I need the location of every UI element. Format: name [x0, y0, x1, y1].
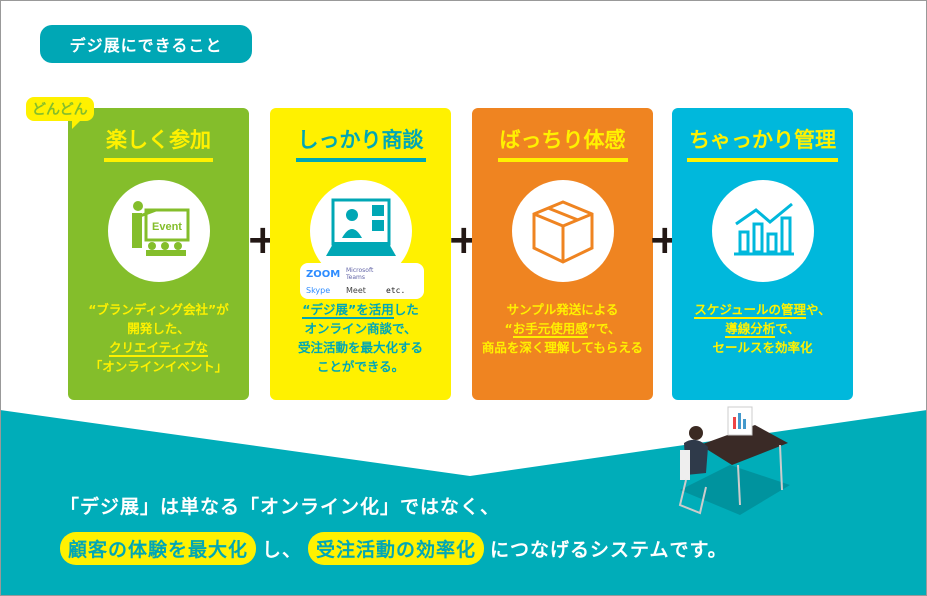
card-title: 楽しく参加 [104, 124, 213, 162]
summary-line-2: 顧客の体験を最大化 し、 受注活動の効率化 につなげるシステムです。 [60, 532, 728, 565]
event-presentation-icon: Event [108, 180, 210, 282]
section-tag: デジ展にできること [40, 25, 252, 63]
card-fun-participation: 楽しく参加 Event “ブランディング会社”が開発した、クリエイティブな「オン… [68, 108, 249, 400]
svg-text:Event: Event [152, 221, 182, 233]
card-title: しっかり商談 [295, 124, 426, 162]
highlight-sales-efficiency: 受注活動の効率化 [308, 532, 485, 565]
card-description: “ブランディング会社”が開発した、クリエイティブな「オンラインイベント」 [88, 302, 229, 374]
card-title: ばっちり体感 [497, 124, 628, 162]
card-smart-management: ちゃっかり管理 スケジュールの管理や、導線分析で、セールスを効率化 [672, 108, 853, 400]
speech-bubble: どんどん [26, 97, 94, 129]
analytics-chart-icon [712, 180, 814, 282]
card-title: ちゃっかり管理 [687, 124, 838, 162]
card-description: サンプル発送による“お手元使用感”で、商品を深く理解してもらえる [481, 302, 644, 355]
highlight-customer-experience: 顧客の体験を最大化 [60, 532, 257, 565]
summary-text: につなげるシステムです。 [490, 539, 728, 561]
card-description: “デジ展”を活用したオンライン商談で、受注活動を最大化することができる。 [297, 302, 423, 374]
summary-line-1: 「デジ展」は単なる「オンライン化」ではなく、 [60, 496, 501, 518]
summary-text: し、 [262, 539, 303, 561]
card-hands-on-experience: ばっちり体感 サンプル発送による“お手元使用感”で、商品を深く理解してもらえる [472, 108, 653, 400]
package-box-icon [512, 180, 614, 282]
card-description: スケジュールの管理や、導線分析で、セールスを効率化 [694, 302, 831, 355]
businessman-at-desk-illustration [678, 406, 790, 515]
